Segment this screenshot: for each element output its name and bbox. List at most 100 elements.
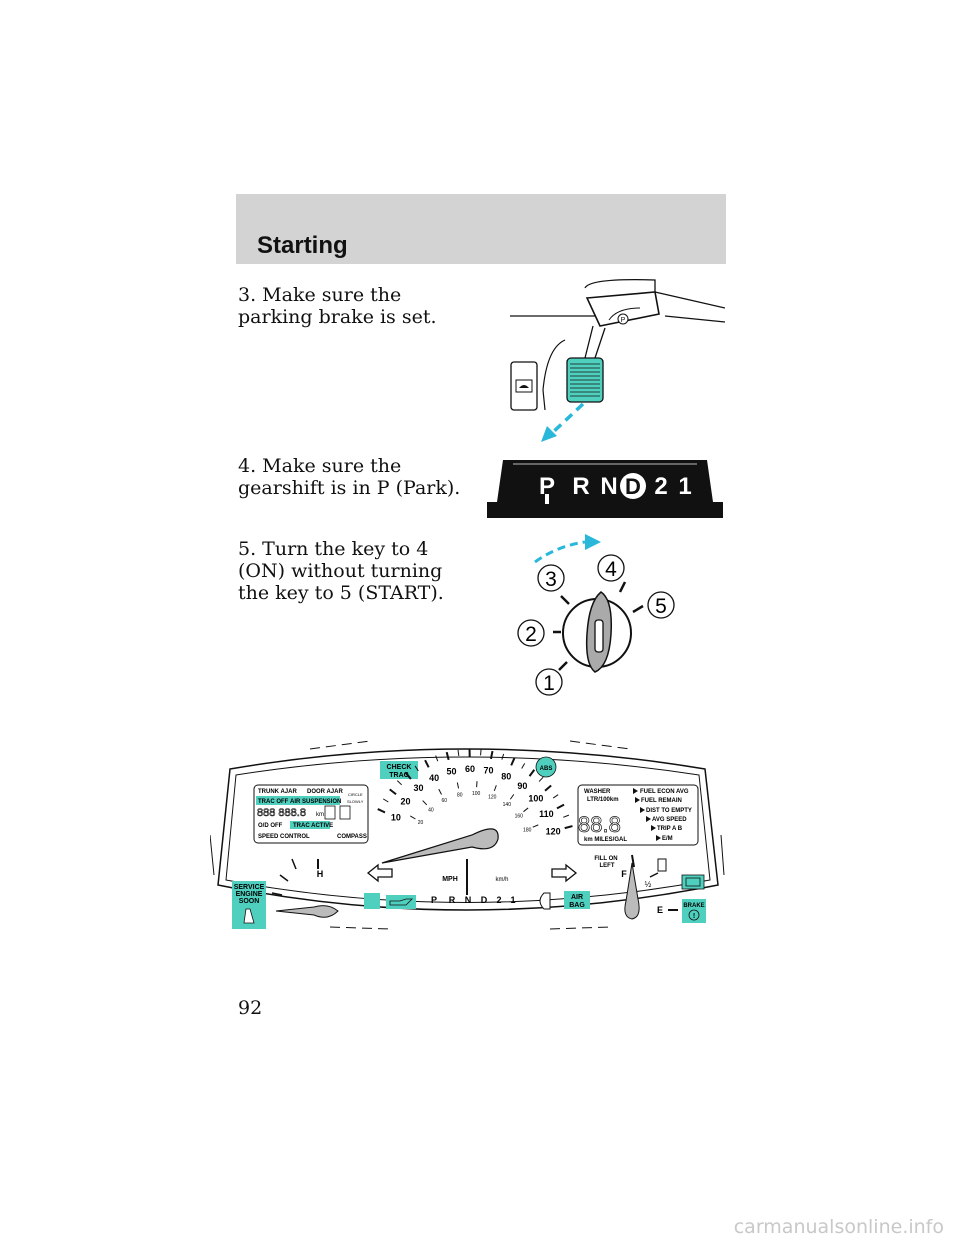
door-ajar-label: DOOR AJAR bbox=[307, 789, 343, 795]
oil-pressure-light-icon bbox=[386, 895, 416, 909]
compass-label: COMPASS bbox=[337, 834, 367, 840]
fuel-empty-mark: E bbox=[657, 905, 663, 915]
mph-major-tick bbox=[377, 808, 386, 814]
kmh-tick-label: 120 bbox=[488, 795, 497, 801]
mph-minor-tick bbox=[414, 765, 419, 772]
section-header: Starting bbox=[236, 194, 726, 264]
trip-computer-display bbox=[577, 784, 699, 846]
kmh-tick-label: 180 bbox=[523, 828, 532, 834]
service-engine-soon-line1: SERVICE bbox=[234, 884, 265, 891]
mph-tick-label: 120 bbox=[546, 826, 561, 836]
mph-tick-label: 40 bbox=[429, 773, 439, 783]
air-bag-line2: BAG bbox=[569, 902, 585, 909]
mph-tick-label: 80 bbox=[501, 771, 511, 781]
kmh-tick bbox=[493, 785, 497, 792]
brake-light bbox=[682, 899, 706, 923]
mph-tick-label: 70 bbox=[484, 766, 494, 776]
cluster-gear-p: P bbox=[431, 895, 437, 905]
kmh-tick bbox=[523, 807, 529, 813]
mph-major-tick bbox=[389, 788, 397, 796]
kmh-tick bbox=[410, 815, 416, 820]
press-direction-arrow bbox=[549, 402, 585, 436]
kmh-tick-label: 40 bbox=[428, 807, 434, 813]
brake-warning-icon bbox=[688, 909, 700, 921]
cluster-gear-2: 2 bbox=[496, 895, 501, 905]
slowly-label: SLOWLY bbox=[347, 799, 364, 804]
air-bag-light bbox=[564, 891, 590, 909]
gear-letter-d: D bbox=[625, 474, 641, 499]
fuel-full-mark: F bbox=[621, 869, 627, 879]
fill-on-left-line2: LEFT bbox=[600, 863, 615, 869]
mph-minor-tick bbox=[396, 780, 402, 786]
kmh-tick bbox=[438, 788, 442, 795]
gear-letter-p: P bbox=[539, 473, 555, 500]
fuel-remain-label: FUEL REMAIN bbox=[641, 798, 682, 804]
coolant-light-icon bbox=[364, 893, 380, 909]
ignition-position-2: 2 bbox=[525, 623, 537, 646]
mph-minor-tick bbox=[552, 794, 559, 799]
service-engine-soon-line3: SOON bbox=[239, 898, 260, 905]
parking-brake-p-icon bbox=[617, 313, 629, 325]
check-trac-line1: CHECK bbox=[387, 764, 412, 771]
gear-selected-d-icon bbox=[620, 473, 646, 499]
mph-minor-tick bbox=[457, 749, 460, 756]
km-miles-gal-label: km MILES/GAL bbox=[584, 837, 627, 843]
mph-tick-label: 60 bbox=[465, 764, 475, 774]
gear-letter-1: 1 bbox=[678, 473, 691, 500]
check-trac-light bbox=[380, 761, 418, 779]
ignition-position-4: 4 bbox=[605, 558, 617, 581]
ignition-position-1: 1 bbox=[543, 672, 555, 695]
kmh-tick bbox=[422, 800, 428, 806]
trunk-ajar-label: TRUNK AJAR bbox=[258, 789, 297, 795]
trac-active-label: TRAC ACTIVE bbox=[293, 823, 333, 829]
kmh-tick-label: 60 bbox=[442, 798, 448, 804]
gear-letter-n: N bbox=[600, 473, 617, 500]
cluster-gear-r: R bbox=[449, 895, 456, 905]
parking-brake-p-label: P bbox=[621, 317, 626, 324]
kmh-tick-label: 80 bbox=[457, 792, 463, 798]
battery-light-icon bbox=[681, 874, 705, 890]
mph-major-tick bbox=[445, 751, 450, 761]
seat-belt-icon bbox=[243, 908, 255, 924]
cluster-gear-n: N bbox=[465, 895, 472, 905]
footer-watermark: carmanualsonline.info bbox=[733, 1216, 944, 1238]
mph-minor-tick bbox=[563, 814, 570, 818]
kmh-tick bbox=[532, 824, 539, 828]
page-number: 92 bbox=[238, 997, 263, 1019]
mph-tick-label: 110 bbox=[539, 809, 554, 819]
mph-major-tick bbox=[564, 825, 573, 830]
e-m-label: E/M bbox=[662, 836, 673, 842]
kmh-tick bbox=[456, 782, 460, 789]
gear-letter-2: 2 bbox=[654, 473, 667, 500]
kmh-unit: km/h bbox=[495, 877, 508, 883]
mph-major-tick bbox=[489, 750, 494, 760]
mph-major-tick bbox=[528, 769, 536, 777]
instrument-cluster-illustration: TRUNK AJAR DOOR AJAR TRAC OFF AIR SUSPEN… bbox=[210, 740, 725, 930]
odometer-digits: 888 888.8 bbox=[257, 807, 306, 819]
circle-label: CIRCLE bbox=[348, 792, 363, 797]
mph-tick-label: 30 bbox=[414, 783, 424, 793]
ignition-position-5: 5 bbox=[655, 595, 667, 618]
fill-on-left-line1: FILL ON bbox=[594, 856, 617, 862]
mph-minor-tick bbox=[538, 776, 544, 782]
trip-ab-label: TRIP A B bbox=[657, 826, 683, 832]
fuel-gauge-needle bbox=[624, 862, 640, 920]
mph-minor-tick bbox=[501, 753, 505, 760]
mph-major-tick bbox=[424, 759, 430, 768]
mph-tick-label: 20 bbox=[401, 797, 411, 807]
speedometer-needle bbox=[381, 828, 499, 864]
abs-light-icon bbox=[535, 756, 557, 778]
speed-control-label: SPEED CONTROL bbox=[258, 834, 310, 840]
kmh-tick bbox=[509, 794, 515, 800]
air-bag-line1: AIR bbox=[571, 894, 583, 901]
mph-major-tick bbox=[544, 784, 552, 792]
temp-hot-mark: H bbox=[317, 869, 324, 879]
check-trac-line2: TRAC bbox=[389, 772, 408, 779]
mph-major-tick bbox=[556, 803, 565, 810]
fuel-half-mark: ½ bbox=[645, 880, 652, 889]
mph-major-tick bbox=[405, 772, 412, 780]
trac-off-label: TRAC OFF bbox=[258, 799, 289, 805]
temp-gauge-needle bbox=[275, 905, 339, 918]
mph-tick-label: 100 bbox=[528, 793, 543, 803]
brake-label: BRAKE bbox=[683, 903, 704, 909]
